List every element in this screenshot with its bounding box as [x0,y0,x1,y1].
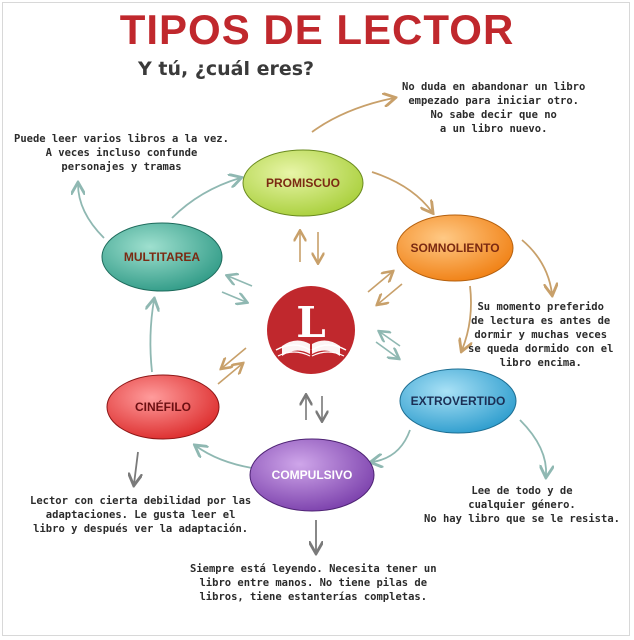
note-multitarea: Puede leer varios libros a la vez. A vec… [14,133,229,173]
arrow-promiscuo-somnoliento [371,171,432,212]
arrow-center-somnoliento-a [367,272,392,293]
arrow-cinefilo-note [134,451,138,484]
node-extrovertido-label: EXTROVERTIDO [410,394,506,408]
page-subtitle: Y tú, ¿cuál eres? [138,58,315,80]
arrow-center-cinefilo-b [217,364,242,385]
arrow-promiscuo-note [311,98,394,133]
node-cinefilo-shape [106,374,220,440]
arrow-center-cinefilo-a [222,347,247,368]
node-somnoliento-label: SOMNOLIENTO [410,241,500,255]
node-promiscuo-label: PROMISCUO [265,176,340,190]
arrow-cinefilo-multitarea [150,300,154,373]
node-promiscuo-shape [242,149,364,217]
arrow-compulsivo-cinefilo [196,446,253,469]
arrow-extrovertido-compulsivo [372,429,411,462]
node-compulsivo-shape [249,438,375,512]
arrow-multitarea-promiscuo [171,178,240,219]
node-cinefilo-label: CINÉFILO [135,400,191,414]
arrow-somnoliento-note [521,239,552,294]
arrow-center-somnoliento-b [378,283,403,304]
note-somnoliento: Su momento preferido de lectura es antes… [468,301,614,369]
note-compulsivo: Siempre está leyendo. Necesita tener un … [190,563,437,603]
arrow-extrovertido-note [519,419,546,476]
arrow-center-multitarea-b [221,291,246,302]
book-logo-icon [267,286,355,374]
node-extrovertido-shape [399,368,517,434]
node-somnoliento-shape [396,214,514,282]
note-cinefilo: Lector con cierta debilidad por las adap… [30,495,252,535]
node-compulsivo-label: COMPULSIVO [271,468,353,482]
node-multitarea-label: MULTITAREA [123,250,201,264]
arrow-center-extrovertido-a [375,341,398,358]
arrow-multitarea-note [78,184,105,239]
node-multitarea-shape [101,222,223,292]
arrow-center-extrovertido-b [380,332,401,347]
arrow-somnoliento-extrovertido [462,285,471,350]
page-title: TIPOS DE LECTOR [119,6,515,53]
center-letter: L [296,298,326,347]
note-extrovertido: Lee de todo y de cualquier género. No ha… [424,485,620,525]
arrow-center-multitarea-a [228,276,253,287]
note-promiscuo: No duda en abandonar un libro empezado p… [402,81,586,135]
